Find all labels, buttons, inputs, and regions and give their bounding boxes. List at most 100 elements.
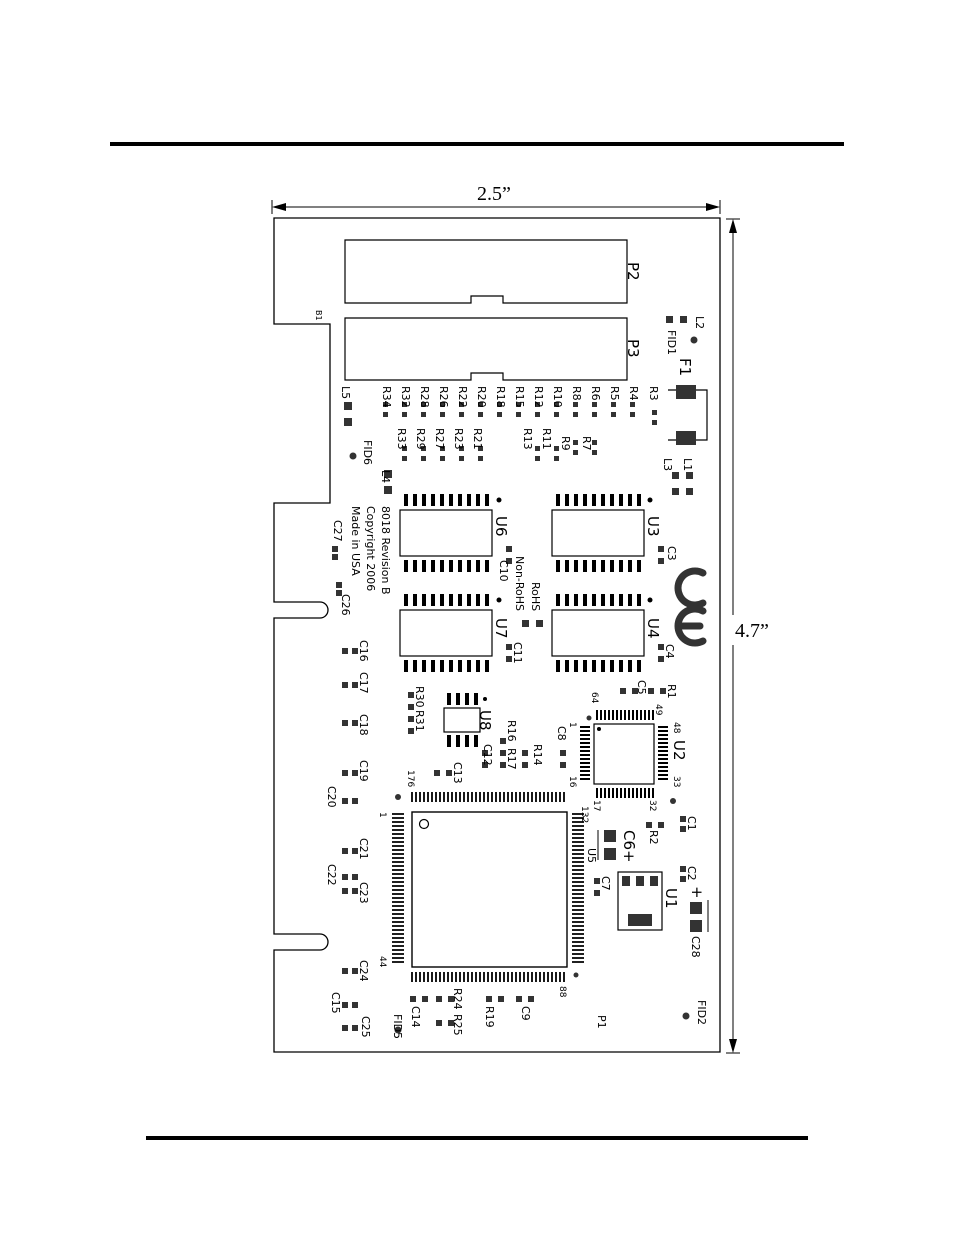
- u2-pin-48: 48: [671, 722, 681, 734]
- u2-pin-32: 32: [647, 800, 657, 811]
- main-fpga-chip: [392, 792, 584, 982]
- top-rule: [110, 142, 844, 146]
- r15-label: R15: [513, 386, 526, 408]
- u3-label: U3: [644, 516, 662, 537]
- r4-label: R4: [627, 386, 640, 401]
- u7-label: U7: [492, 618, 510, 639]
- c13-label: C13: [451, 762, 464, 784]
- p3-header: [344, 317, 628, 381]
- r10-label: R10: [551, 386, 564, 408]
- c20-label: C20: [325, 786, 338, 808]
- p2-label: P2: [624, 262, 642, 281]
- c25-label: C25: [359, 1016, 372, 1038]
- rohs-label: RoHS: [529, 582, 542, 611]
- u2-pin-49: 49: [653, 704, 663, 716]
- height-dimension-arrow: [726, 218, 740, 1054]
- r24-label: R24: [451, 988, 464, 1010]
- c26-label: C26: [339, 594, 352, 616]
- main-pin-1: 1: [377, 812, 387, 818]
- p1-label: P1: [595, 1015, 608, 1029]
- c8-label: C8: [555, 726, 568, 741]
- c19-label: C19: [357, 760, 370, 782]
- c23-label: C23: [357, 882, 370, 904]
- resistor-pads-top: [383, 402, 657, 425]
- bottom-rule: [146, 1136, 808, 1140]
- u1-label: U1: [662, 888, 680, 909]
- main-pin-132: 132: [579, 806, 589, 823]
- u2-pin-17: 17: [591, 800, 601, 811]
- smd-pads: [332, 316, 693, 1031]
- board-text-line2: Copyright 2006: [364, 506, 377, 591]
- r26-label: R26: [437, 386, 450, 408]
- r32-label: R32: [399, 386, 412, 408]
- main-pin-88: 88: [557, 986, 567, 998]
- u2-chip: [580, 710, 668, 798]
- c1-label: C1: [685, 816, 698, 831]
- resistor-pads-bottom: [402, 440, 597, 461]
- l3-label: L3: [661, 458, 674, 471]
- f1-fuse: [668, 385, 708, 445]
- u6-label: U6: [492, 516, 510, 537]
- r18-label: R18: [494, 386, 507, 408]
- main-pin-176: 176: [405, 770, 415, 787]
- u8-chip: [443, 693, 487, 747]
- r9-label: R9: [559, 436, 572, 451]
- u2-label: U2: [670, 740, 688, 761]
- u4-chip: [551, 594, 653, 672]
- r21-label: R21: [471, 428, 484, 450]
- c17-label: C17: [357, 672, 370, 694]
- r27-label: R27: [433, 428, 446, 450]
- r28-label: R28: [418, 386, 431, 408]
- c9-label: C9: [519, 1006, 532, 1021]
- p2-header: [344, 239, 628, 304]
- r30-label: R30: [413, 686, 426, 708]
- board-text-line1: 8018 Revision B: [379, 506, 392, 595]
- r16-label: R16: [505, 720, 518, 742]
- r12-label: R12: [532, 386, 545, 408]
- fid1-label: FID1: [665, 330, 678, 355]
- r14-label: R14: [531, 744, 544, 766]
- u2-pin-64: 64: [589, 692, 599, 704]
- u2-pin-16: 16: [567, 776, 577, 788]
- non-rohs-label: Non-RoHS: [513, 556, 526, 611]
- c27-label: C27: [331, 520, 344, 542]
- c28-plus: +: [688, 886, 706, 899]
- fid5-label: FID5: [391, 1014, 404, 1039]
- l4-label: L4: [379, 470, 392, 483]
- c14-label: C14: [409, 1006, 422, 1028]
- c4-label: C4: [663, 644, 676, 659]
- u7-chip: [399, 594, 502, 672]
- main-pin-44: 44: [377, 956, 387, 968]
- r8-label: R8: [570, 386, 583, 401]
- u1-chip: [617, 871, 663, 931]
- u8-label: U8: [476, 710, 494, 731]
- r11-label: R11: [540, 428, 553, 450]
- c24-label: C24: [357, 960, 370, 982]
- r17-label: R17: [505, 748, 518, 770]
- u2-pin-1: 1: [567, 722, 577, 728]
- r31-label: R31: [413, 710, 426, 732]
- u6-chip: [399, 494, 502, 572]
- r6-label: R6: [589, 386, 602, 401]
- u2-pin-33: 33: [671, 776, 681, 787]
- r3-label: R3: [647, 386, 660, 401]
- r22-label: R22: [456, 386, 469, 408]
- r1-label: R1: [665, 684, 678, 699]
- width-dimension-label: 2.5”: [477, 183, 511, 205]
- r25-label: R25: [451, 1014, 464, 1036]
- c28-cap: [690, 900, 709, 932]
- r2-label: R2: [647, 830, 660, 845]
- fiducials: [349, 336, 698, 1034]
- board-outline: [273, 217, 721, 1053]
- u4-label: U4: [644, 618, 662, 639]
- c28-label: C28: [689, 936, 702, 958]
- c10-label: C10: [497, 560, 510, 582]
- r34-label: R34: [380, 386, 393, 408]
- c5-label: C5: [635, 680, 648, 695]
- r29-label: R29: [414, 428, 427, 450]
- c11-label: C11: [511, 642, 524, 664]
- c15-label: C15: [329, 992, 342, 1014]
- c12-label: C12: [481, 744, 494, 766]
- p3-label: P3: [624, 339, 642, 358]
- c6-label: C6+: [620, 830, 638, 863]
